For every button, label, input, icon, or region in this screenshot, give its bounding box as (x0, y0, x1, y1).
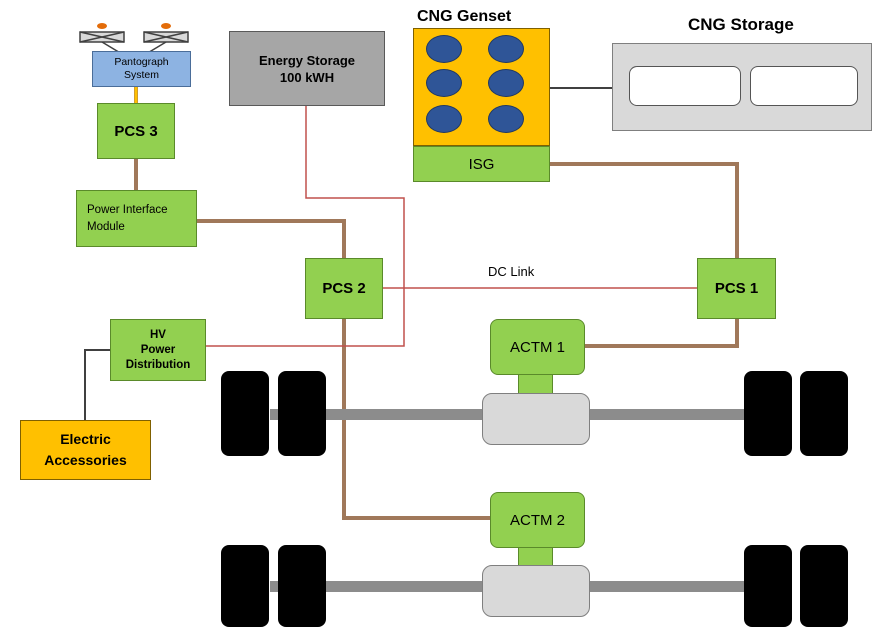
link-hv-accessories (84, 349, 110, 420)
cylinder-icon (426, 69, 462, 97)
wheel-icon (800, 371, 848, 456)
actm1-shaft (518, 374, 553, 394)
isg-label: ISG (468, 155, 495, 173)
wheel-icon (744, 371, 792, 456)
pcs2-box: PCS 2 (305, 258, 383, 319)
pantograph-arms-icon (79, 23, 189, 55)
power-interface-module: Power Interface Module (76, 190, 197, 247)
actm1-box: ACTM 1 (490, 319, 585, 375)
cng-storage-title: CNG Storage (688, 15, 794, 34)
link-energy-storage (206, 106, 405, 347)
cylinder-icon (426, 105, 462, 133)
cylinder-icon (488, 69, 524, 97)
cng-genset-box (413, 28, 550, 146)
actm2-box: ACTM 2 (490, 492, 585, 548)
differential-1 (482, 393, 590, 445)
hv-power-distribution: HV Power Distribution (110, 319, 206, 381)
pcs1-box: PCS 1 (697, 258, 776, 319)
power-interface-label: Power Interface Module (87, 203, 168, 233)
wheel-icon (278, 371, 326, 456)
cylinder-icon (426, 35, 462, 63)
actm1-label: ACTM 1 (509, 338, 565, 356)
actm2-shaft (518, 546, 553, 566)
pcs2-label: PCS 2 (322, 280, 366, 297)
dc-link-label: DC Link (488, 264, 535, 279)
storage-tank-icon (750, 66, 858, 106)
electric-accessories-label: Electric Accessories (44, 431, 127, 468)
pcs3-box: PCS 3 (97, 103, 175, 159)
storage-tank-icon (629, 66, 741, 106)
energy-storage-label: Energy Storage 100 kWH (258, 52, 356, 85)
link-isg-pcs1 (550, 162, 739, 258)
electric-accessories: Electric Accessories (20, 420, 151, 480)
pantograph-label: Pantograph System (114, 56, 169, 81)
actm2-label: ACTM 2 (509, 511, 565, 529)
cylinder-icon (488, 35, 524, 63)
pcs3-label: PCS 3 (114, 122, 158, 140)
hv-power-label: HV Power Distribution (125, 328, 191, 371)
link-pcs1-actm1 (585, 318, 739, 348)
wheel-icon (221, 545, 269, 627)
isg-box: ISG (413, 146, 550, 182)
link-pcs2-actm2 (342, 318, 490, 520)
wheel-icon (221, 371, 269, 456)
energy-storage-box: Energy Storage 100 kWH (229, 31, 385, 106)
pcs1-label: PCS 1 (714, 280, 759, 297)
cylinder-icon (488, 105, 524, 133)
pantograph-system: Pantograph System (92, 51, 191, 87)
wheel-icon (800, 545, 848, 627)
differential-2 (482, 565, 590, 617)
wheel-icon (744, 545, 792, 627)
link-pim-pcs2 (196, 219, 346, 258)
cng-genset-title: CNG Genset (417, 8, 512, 25)
cng-storage-box (612, 43, 872, 131)
wheel-icon (278, 545, 326, 627)
